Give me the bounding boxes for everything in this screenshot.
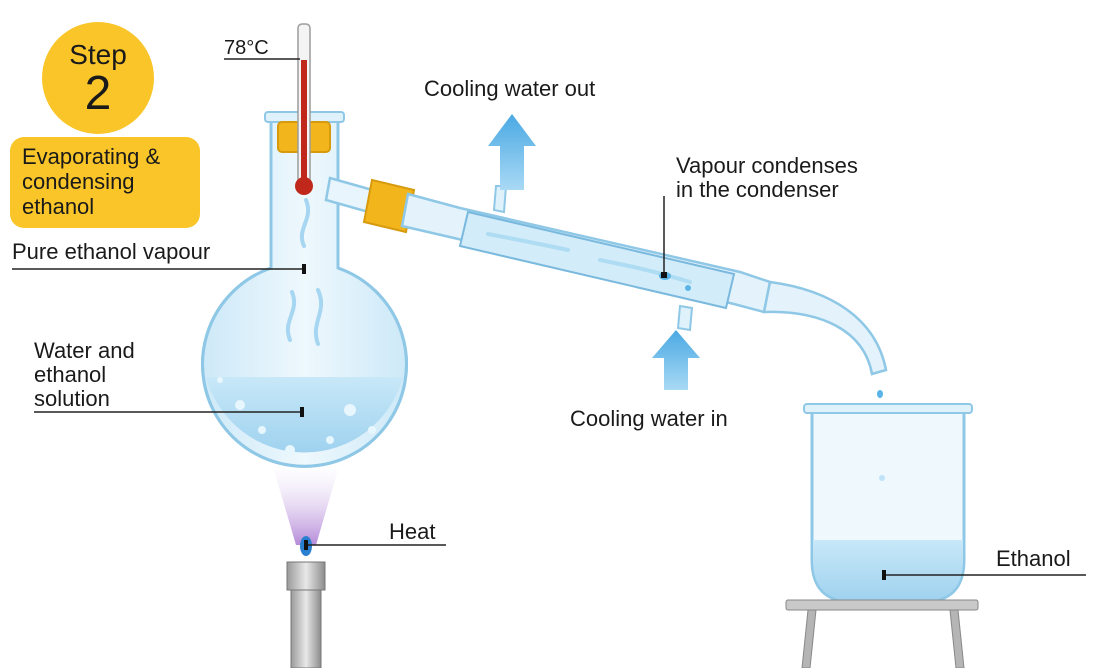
flame — [274, 470, 338, 545]
leader-lines — [12, 58, 1086, 576]
step-title-line-1: Evaporating & — [22, 144, 161, 169]
condenser-stopper — [362, 178, 416, 234]
leader-dots — [300, 264, 886, 580]
tripod-stand — [785, 599, 979, 668]
step-badge: Step 2 — [42, 22, 154, 134]
flask-liquid — [206, 377, 403, 453]
step-number: 2 — [84, 67, 112, 120]
label-vapour-condenses-line-1: Vapour condenses — [676, 153, 858, 178]
cooling-in-arrow — [652, 330, 700, 390]
label-ethanol: Ethanol — [996, 546, 1071, 571]
condenser — [324, 176, 888, 398]
label-temperature: 78°C — [224, 37, 269, 59]
round-bottom-flask — [201, 111, 408, 468]
vapour-wisps — [286, 198, 324, 346]
label-solution-line-1: Water and — [34, 338, 135, 363]
step-title-box: Evaporating & condensing ethanol — [10, 137, 200, 228]
label-heat: Heat — [389, 519, 436, 544]
cooling-out-arrow — [488, 114, 536, 190]
step-title-line-3: ethanol — [22, 194, 95, 219]
beaker — [803, 403, 973, 604]
step-title-line-2: condensing — [22, 169, 135, 194]
label-pure-ethanol-vapour: Pure ethanol vapour — [12, 239, 211, 264]
beaker-liquid — [813, 540, 963, 601]
bunsen-burner — [274, 470, 338, 668]
label-cooling-water-in: Cooling water in — [570, 406, 728, 431]
step-word: Step — [69, 39, 127, 70]
label-cooling-water-out: Cooling water out — [424, 76, 596, 101]
label-solution-line-2: ethanol — [34, 362, 107, 387]
thermometer — [295, 23, 313, 195]
label-vapour-condenses-line-2: in the condenser — [676, 177, 839, 202]
label-solution-line-3: solution — [34, 386, 110, 411]
